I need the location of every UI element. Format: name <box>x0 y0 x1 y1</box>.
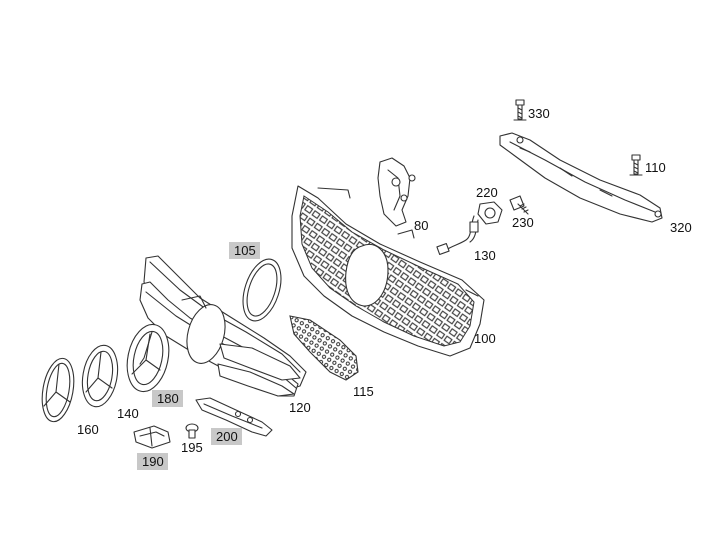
callout-120: 120 <box>289 400 311 415</box>
callout-200: 200 <box>216 429 238 444</box>
callout-100: 100 <box>474 331 496 346</box>
module-190-part <box>133 425 171 449</box>
callout-200-box <box>211 428 242 445</box>
bolt-110-part <box>629 154 643 176</box>
callout-195: 195 <box>181 440 203 455</box>
callout-230: 230 <box>512 215 534 230</box>
callout-130: 130 <box>474 248 496 263</box>
grille-frame-120-part <box>139 255 307 397</box>
bracket-80-part <box>377 157 416 227</box>
callout-330: 330 <box>528 106 550 121</box>
callout-80: 80 <box>414 218 428 233</box>
harness-130-part <box>436 215 479 256</box>
bolt-330-part <box>513 99 527 121</box>
callout-110: 110 <box>645 160 666 175</box>
callout-105-box <box>229 242 260 259</box>
lower-insert-115-part <box>289 315 359 381</box>
callout-320: 320 <box>670 220 692 235</box>
callout-220: 220 <box>476 185 498 200</box>
star-emblem-160-part <box>41 357 75 423</box>
screw-195-part <box>185 423 199 439</box>
star-emblem-140-part <box>81 344 119 408</box>
callout-115: 115 <box>353 384 374 399</box>
callout-105: 105 <box>234 243 256 258</box>
bolt-230-part <box>509 195 529 215</box>
callout-180-box <box>152 390 183 407</box>
callout-140: 140 <box>117 406 139 421</box>
strip-200-part <box>195 397 273 437</box>
star-emblem-180-part <box>126 323 170 393</box>
callout-160: 160 <box>77 422 99 437</box>
main-grille-100-part <box>291 185 485 357</box>
callout-180: 180 <box>157 391 179 406</box>
emblem-ring-105-part <box>242 258 282 322</box>
sensor-220-part <box>477 201 503 225</box>
upper-crossmember-part <box>499 132 663 223</box>
callout-190-box <box>137 453 168 470</box>
callout-190: 190 <box>142 454 164 469</box>
